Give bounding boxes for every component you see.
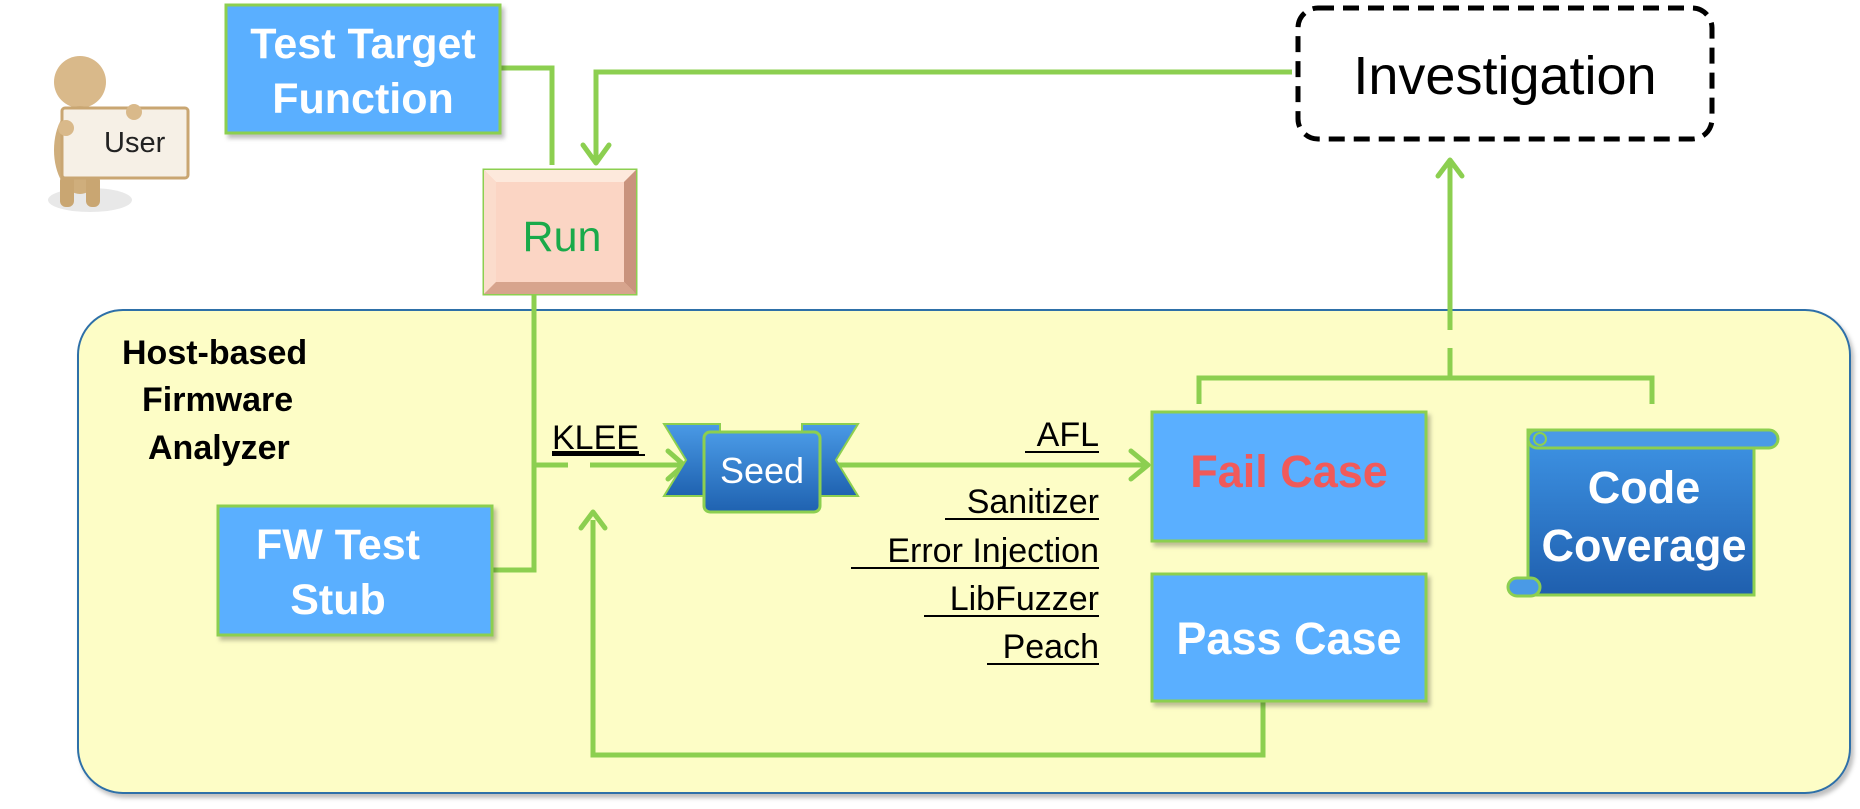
code-coverage-line1: Code — [1588, 462, 1701, 513]
tool-klee: KLEE — [552, 419, 639, 457]
tool-afl: AFL — [1037, 416, 1099, 454]
user-icon: User — [48, 56, 190, 212]
connector-run-to-stub — [492, 294, 537, 573]
arrowhead-into-run — [580, 142, 612, 166]
user-label: User — [104, 127, 166, 159]
analyzer-title-line1: Host-based — [122, 334, 307, 372]
investigation-label: Investigation — [1353, 46, 1656, 106]
arrowhead-loop-up — [578, 509, 608, 531]
code-coverage-line2: Coverage — [1541, 520, 1746, 571]
fw-test-stub-line1: FW Test — [256, 521, 420, 569]
arrowhead-into-fail — [1128, 448, 1151, 482]
seed-node[interactable]: Seed — [662, 423, 860, 514]
fail-case-node[interactable]: Fail Case — [1150, 410, 1428, 543]
seed-label: Seed — [720, 450, 804, 491]
connector-results-bracket — [1196, 375, 1655, 404]
run-label: Run — [523, 213, 602, 261]
run-node[interactable]: Run — [482, 168, 638, 296]
analyzer-title-line2: Firmware — [142, 381, 293, 419]
fail-case-label: Fail Case — [1190, 446, 1388, 497]
test-target-node[interactable]: Test Target Function — [224, 3, 502, 135]
test-target-line2: Function — [272, 75, 454, 123]
code-coverage-node[interactable]: Code Coverage — [1506, 428, 1780, 598]
analyzer-title-line3: Analyzer — [148, 429, 290, 467]
tool-sanitizer: Sanitizer — [967, 483, 1099, 521]
connector-pass-loop — [590, 520, 1266, 758]
investigation-node[interactable]: Investigation — [1295, 5, 1715, 142]
tool-peach: Peach — [1003, 628, 1099, 666]
pass-case-node[interactable]: Pass Case — [1150, 572, 1428, 703]
tool-error-injection: Error Injection — [887, 532, 1099, 570]
connector-investigation-to-run — [593, 69, 1292, 160]
arrowhead-into-investigation — [1435, 157, 1465, 179]
pass-case-label: Pass Case — [1176, 613, 1401, 664]
connector-target-to-run — [500, 65, 555, 165]
test-target-line1: Test Target — [250, 20, 475, 68]
tool-libfuzzer: LibFuzzer — [950, 580, 1099, 618]
fw-test-stub-node[interactable]: FW Test Stub — [216, 504, 494, 637]
fw-test-stub-line2: Stub — [290, 576, 386, 624]
